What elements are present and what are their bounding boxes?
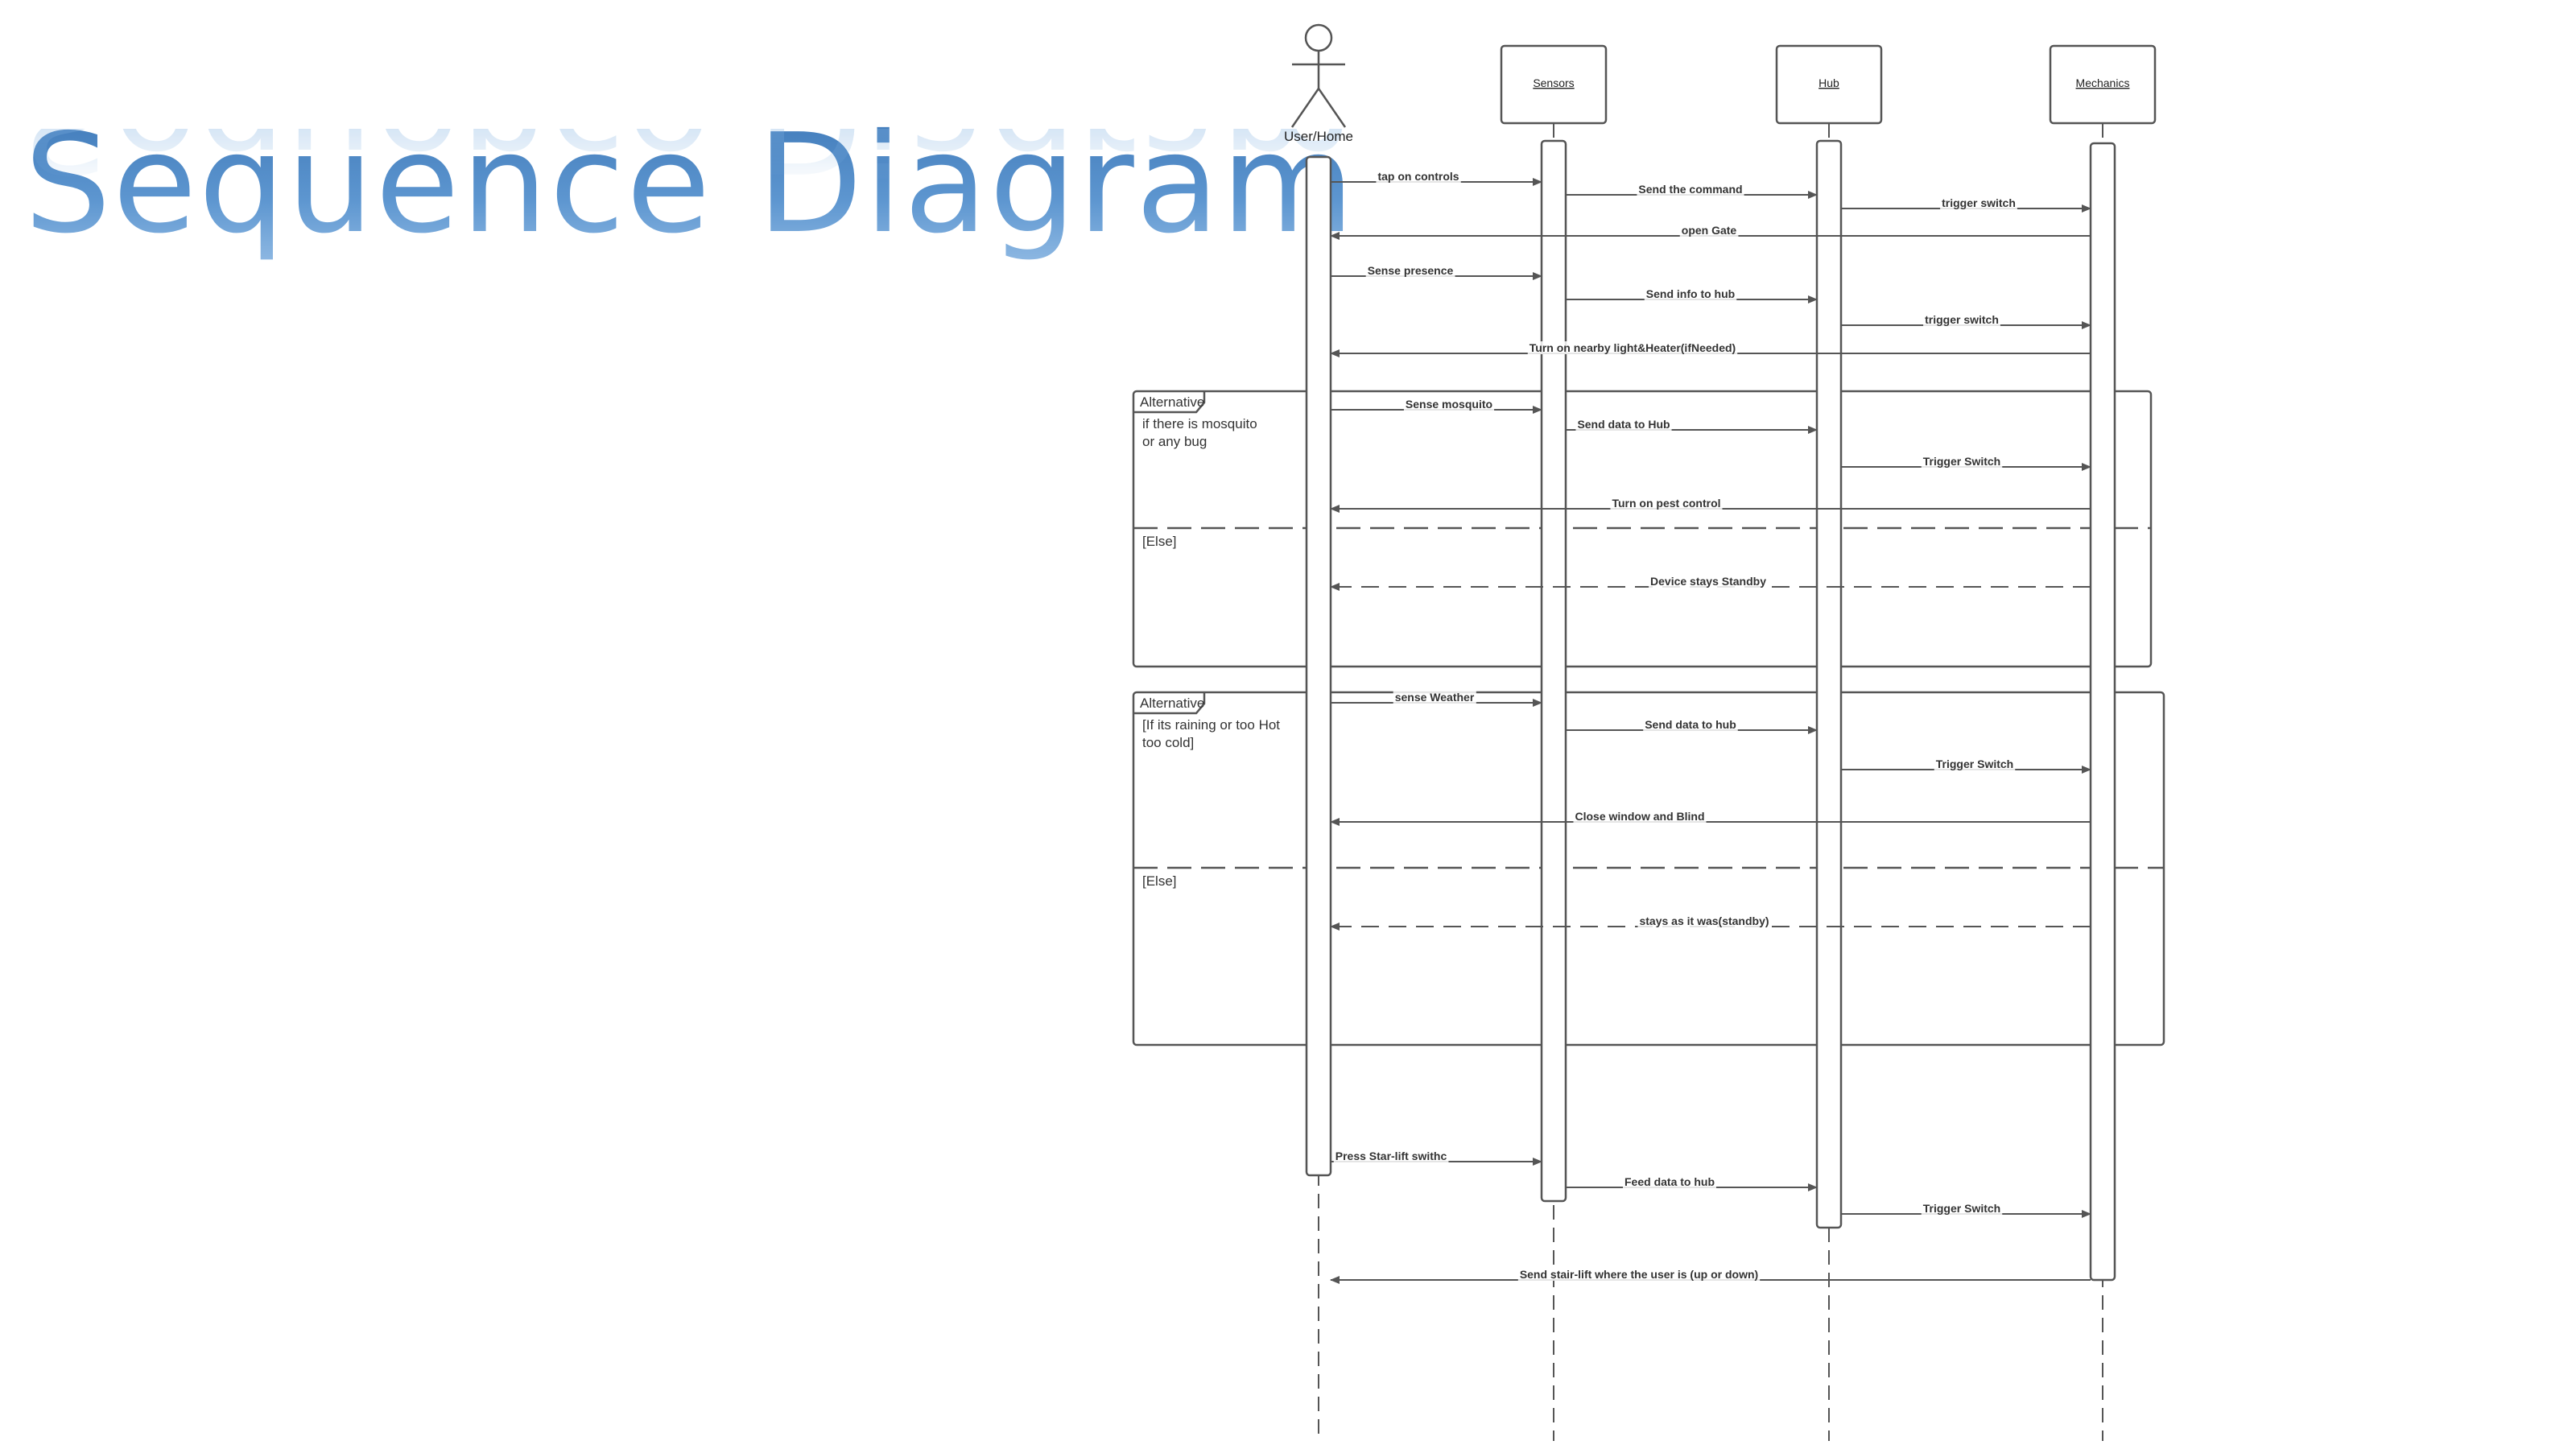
- message-label-bg: [1923, 313, 2000, 326]
- message-label: Turn on pest control: [1612, 497, 1720, 510]
- message: sense Weather: [1331, 691, 1542, 707]
- message-label-bg: [1403, 398, 1495, 411]
- message-label: trigger switch: [1925, 313, 1999, 326]
- fragment-tab: [1133, 692, 1206, 715]
- message-label-bg: [1573, 810, 1707, 823]
- message-label: Send info to hub: [1646, 287, 1735, 300]
- message: Sense presence: [1331, 264, 1542, 280]
- message-label-bg: [1921, 455, 2003, 468]
- alt-fragment: Alternative [If its raining or too Hot too…: [1132, 691, 2165, 1046]
- message: Send info to hub: [1566, 287, 1818, 303]
- message: Turn on nearby light&Heater(ifNeeded): [1330, 341, 2091, 357]
- message: trigger switch: [1841, 313, 2091, 329]
- participant-user: User/Home: [1284, 23, 1353, 144]
- message-label: Feed data to hub: [1624, 1175, 1715, 1188]
- participant-label: Mechanics: [2076, 76, 2130, 89]
- message-label: Trigger Switch: [1923, 1202, 2000, 1215]
- message-label: Send stair-lift where the user is (up or…: [1520, 1268, 1758, 1281]
- fragment-operator: Alternative: [1140, 696, 1204, 711]
- message: Sense mosquito: [1331, 398, 1542, 414]
- actor-icon: [1290, 23, 1347, 128]
- message-label-bg: [1649, 575, 1769, 588]
- message-label: Trigger Switch: [1923, 455, 2000, 468]
- fragment-guard: or any bug: [1142, 434, 1207, 449]
- message: Feed data to hub: [1566, 1175, 1818, 1191]
- message-label-bg: [1610, 497, 1723, 510]
- message-label: Send data to Hub: [1577, 418, 1670, 431]
- alt-fragment: Alternative if there is mosquito or any bu…: [1132, 390, 2153, 668]
- fragment-guard: too cold]: [1142, 735, 1194, 750]
- participant-box: [2049, 44, 2157, 125]
- message-label-bg: [1637, 183, 1744, 196]
- message: open Gate: [1330, 224, 2091, 240]
- message-label-bg: [1934, 758, 2016, 770]
- message-label-bg: [1333, 1150, 1449, 1162]
- message-label-bg: [1517, 1268, 1761, 1281]
- fragment-guard: [If its raining or too Hot: [1142, 717, 1280, 733]
- message-label-bg: [1365, 264, 1455, 277]
- message-label: Press Star-lift swithc: [1335, 1150, 1447, 1162]
- activation-bar-sensors: [1540, 139, 1567, 1203]
- message-label-bg: [1679, 224, 1739, 237]
- message: Send the command: [1566, 183, 1818, 199]
- message-label-bg: [1623, 1175, 1716, 1188]
- participant-label: User/Home: [1284, 129, 1353, 144]
- message: trigger switch: [1841, 196, 2091, 213]
- message-label-bg: [1575, 418, 1672, 431]
- fragment-guard: if there is mosquito: [1142, 416, 1257, 431]
- message: Send data to hub: [1566, 718, 1818, 734]
- fragment-else-guard: [Else]: [1142, 534, 1177, 549]
- message-label: Sense presence: [1368, 264, 1454, 277]
- message-label-bg: [1940, 196, 2017, 209]
- message-label: Trigger Switch: [1936, 758, 2013, 770]
- message: Close window and Blind: [1330, 810, 2091, 826]
- page-title: Sequence Diagram: [24, 105, 1356, 264]
- fragment-tab: [1133, 391, 1206, 414]
- fragment-operator: Alternative: [1140, 394, 1204, 410]
- message-label-bg: [1376, 170, 1461, 183]
- activation-bar-mechanics: [2089, 142, 2116, 1282]
- message-label-bg: [1644, 287, 1737, 300]
- activation-bar-hub: [1815, 139, 1843, 1229]
- message-label-bg: [1643, 718, 1738, 731]
- message-label: Device stays Standby: [1650, 575, 1766, 588]
- message: Turn on pest control: [1330, 497, 2091, 513]
- activation-bar-user: [1305, 155, 1332, 1177]
- message-label: stays as it was(standby): [1639, 914, 1769, 927]
- message-label: trigger switch: [1942, 196, 2016, 209]
- participant-box: [1500, 44, 1608, 125]
- message-label: sense Weather: [1395, 691, 1475, 704]
- participant-box: [1775, 44, 1883, 125]
- message-label: tap on controls: [1377, 170, 1459, 183]
- message: tap on controls: [1331, 170, 1542, 186]
- message: Send data to Hub: [1566, 418, 1818, 434]
- message-label-bg: [1637, 914, 1771, 927]
- message-label: Send the command: [1638, 183, 1742, 196]
- message: Device stays Standby: [1330, 575, 2091, 591]
- message: Press Star-lift swithc: [1331, 1150, 1542, 1166]
- message: Trigger Switch: [1841, 758, 2091, 774]
- participant-label: Hub: [1818, 76, 1839, 89]
- message-label: Close window and Blind: [1575, 810, 1705, 823]
- message: stays as it was(standby): [1330, 914, 2091, 931]
- participant-label: Sensors: [1533, 76, 1574, 89]
- participant-mechanics: Mechanics: [2049, 44, 2157, 125]
- message: Trigger Switch: [1841, 1202, 2091, 1218]
- message-label-bg: [1527, 341, 1738, 354]
- participant-sensors: Sensors: [1500, 44, 1608, 125]
- message-label: open Gate: [1682, 224, 1737, 237]
- message-label-bg: [1921, 1202, 2003, 1215]
- message: Trigger Switch: [1841, 455, 2091, 471]
- message-label-bg: [1393, 691, 1476, 704]
- fragment-else-guard: [Else]: [1142, 873, 1177, 889]
- message: Send stair-lift where the user is (up or…: [1330, 1268, 2091, 1284]
- message-label: Turn on nearby light&Heater(ifNeeded): [1530, 341, 1736, 354]
- message-label: Send data to hub: [1645, 718, 1736, 731]
- participant-hub: Hub: [1775, 44, 1883, 125]
- message-label: Sense mosquito: [1406, 398, 1492, 411]
